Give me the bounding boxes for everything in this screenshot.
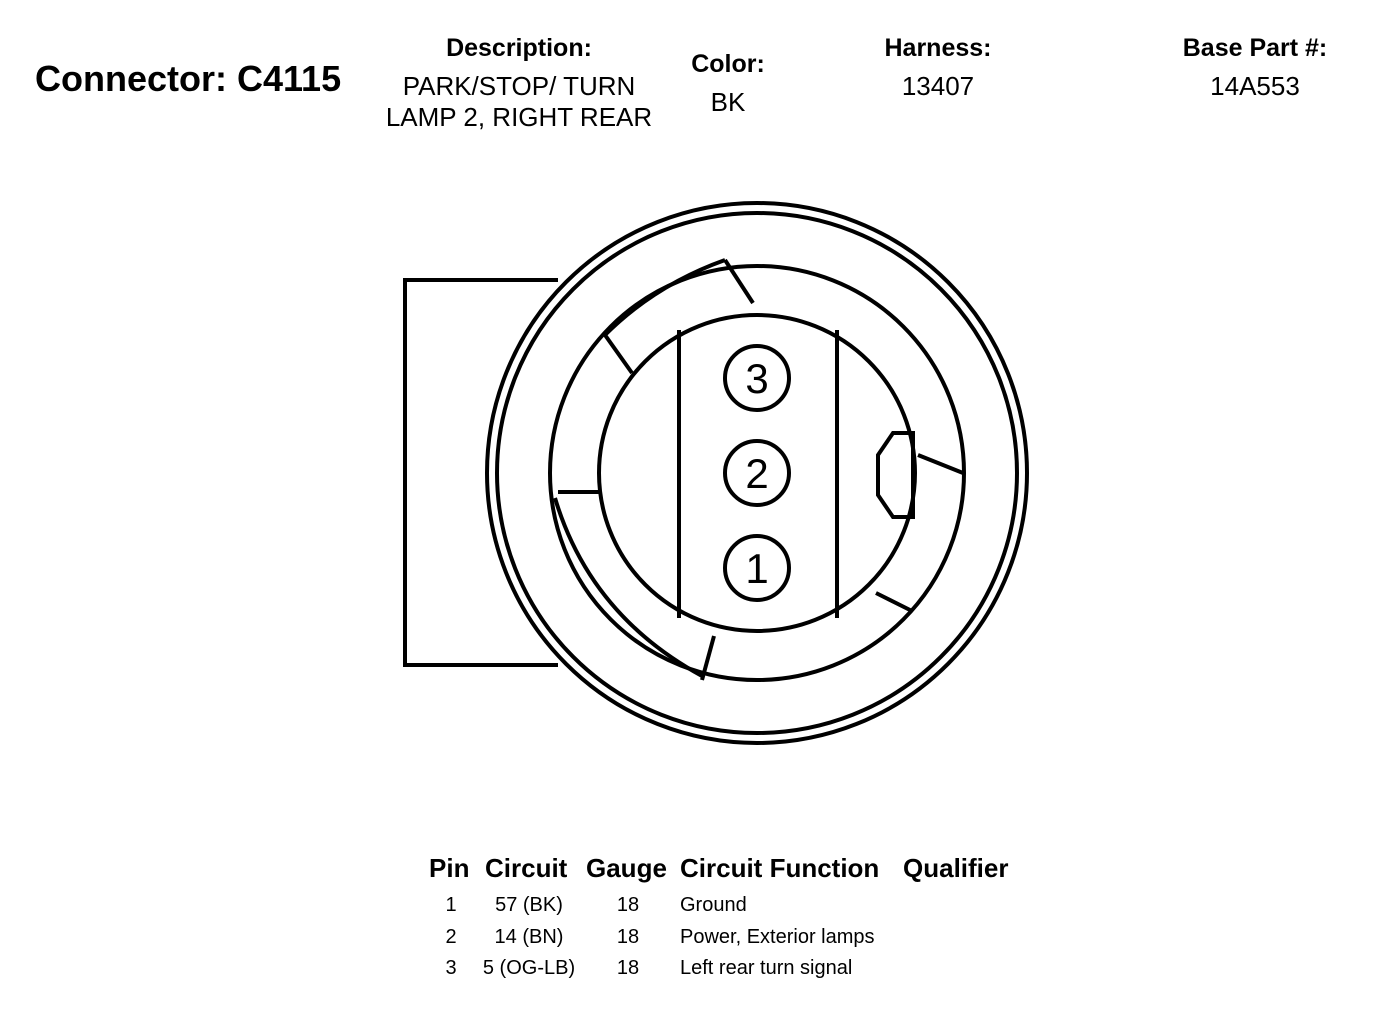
shroud-tick-left-top xyxy=(603,333,634,375)
latch-housing xyxy=(403,278,558,667)
harness-header: Harness: xyxy=(884,34,992,62)
shroud-tick-right-bottom xyxy=(875,591,913,613)
pin-label-2: 2 xyxy=(745,450,768,497)
header-qualifier: Qualifier xyxy=(903,853,1009,883)
description-header: Description: xyxy=(446,34,592,62)
shroud-arc-top xyxy=(603,258,726,337)
row-1-function: Ground xyxy=(680,894,747,916)
pin-cavity-3 xyxy=(723,344,791,412)
harness-value: 13407 xyxy=(901,71,975,101)
row-3-gauge: 18 xyxy=(616,957,640,979)
row-1-gauge: 18 xyxy=(616,894,640,916)
header-circuit-function: Circuit Function xyxy=(680,853,880,883)
outer-ring-inner xyxy=(495,211,1019,735)
row-2-gauge: 18 xyxy=(616,926,640,948)
pin-cavity-2 xyxy=(723,439,791,507)
connector-title: Connector: C4115 xyxy=(35,58,342,99)
row-1-circuit: 57 (BK) xyxy=(495,894,563,916)
header-circuit: Circuit xyxy=(485,853,568,883)
header-pin: Pin xyxy=(429,853,470,883)
pin-cavity-1 xyxy=(723,534,791,602)
shroud-tick-bottom xyxy=(700,635,716,681)
shroud-tick-right xyxy=(917,453,964,475)
row-3-pin: 3 xyxy=(445,957,457,979)
color-header: Color: xyxy=(691,50,765,78)
row-3-circuit: 5 (OG-LB) xyxy=(482,957,576,979)
pin-label-1: 1 xyxy=(745,545,768,592)
row-2-function: Power, Exterior lamps xyxy=(680,926,875,948)
row-3-function: Left rear turn signal xyxy=(680,957,853,979)
row-2-pin: 2 xyxy=(445,926,457,948)
row-2-circuit: 14 (BN) xyxy=(494,926,564,948)
base-part-header: Base Part #: xyxy=(1182,34,1328,62)
keyway-notch xyxy=(876,431,915,519)
row-1-pin: 1 xyxy=(445,894,457,916)
shroud-arc-bottom-left xyxy=(553,497,703,678)
middle-ring xyxy=(548,264,966,682)
header-gauge: Gauge xyxy=(586,853,667,883)
description-line2: LAMP 2, RIGHT REAR xyxy=(385,102,653,132)
shroud-tick-top xyxy=(723,258,755,305)
base-part-value: 14A553 xyxy=(1210,71,1300,101)
pin-label-3: 3 xyxy=(745,355,768,402)
description-line1: PARK/STOP/ TURN xyxy=(402,71,636,101)
outer-ring xyxy=(485,201,1029,745)
color-value: BK xyxy=(710,87,746,117)
